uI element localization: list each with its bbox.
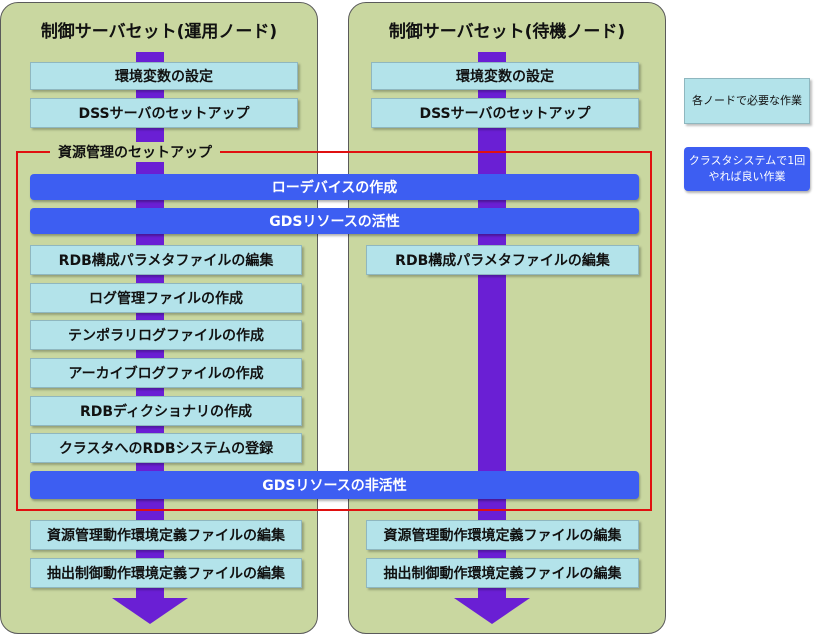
active-step-env-vars: 環境変数の設定 [30,62,298,90]
active-step-rdb-dictionary: RDBディクショナリの作成 [30,396,302,426]
standby-node-title: 制御サーバセット(待機ノード) [388,22,626,42]
shared-step-gds-deactivate: GDSリソースの非活性 [30,471,639,499]
legend-per-node: 各ノードで必要な作業 [684,78,810,124]
active-flow-arrowhead [112,598,188,624]
resource-setup-frame [16,151,652,511]
active-step-resource-def: 資源管理動作環境定義ファイルの編集 [30,520,302,550]
standby-step-rdb-param: RDB構成パラメタファイルの編集 [366,245,639,275]
resource-setup-label: 資源管理のセットアップ [50,142,220,162]
active-step-cluster-register: クラスタへのRDBシステムの登録 [30,433,302,463]
legend-once-per-cluster: クラスタシステムで1回やれば良い作業 [684,147,810,191]
standby-step-resource-def: 資源管理動作環境定義ファイルの編集 [366,520,639,550]
active-step-rdb-param: RDB構成パラメタファイルの編集 [30,245,302,275]
shared-step-gds-activate: GDSリソースの活性 [30,208,639,234]
standby-step-extract-def: 抽出制御動作環境定義ファイルの編集 [366,558,639,588]
standby-step-dss-setup: DSSサーバのセットアップ [371,98,639,128]
active-step-temp-log: テンポラリログファイルの作成 [30,320,302,350]
legend-once-text: クラスタシステムで1回やれば良い作業 [688,154,806,183]
active-step-dss-setup: DSSサーバのセットアップ [30,98,298,128]
shared-step-raw-device: ローデバイスの作成 [30,174,639,200]
standby-step-env-vars: 環境変数の設定 [371,62,639,90]
standby-flow-arrowhead [454,598,530,624]
standby-flow-trunk [478,52,506,600]
active-node-title: 制御サーバセット(運用ノード) [40,22,278,42]
active-step-archive-log: アーカイブログファイルの作成 [30,358,302,388]
active-step-log-mgmt: ログ管理ファイルの作成 [30,283,302,313]
active-step-extract-def: 抽出制御動作環境定義ファイルの編集 [30,558,302,588]
legend-per-node-text: 各ノードで必要な作業 [692,94,802,107]
